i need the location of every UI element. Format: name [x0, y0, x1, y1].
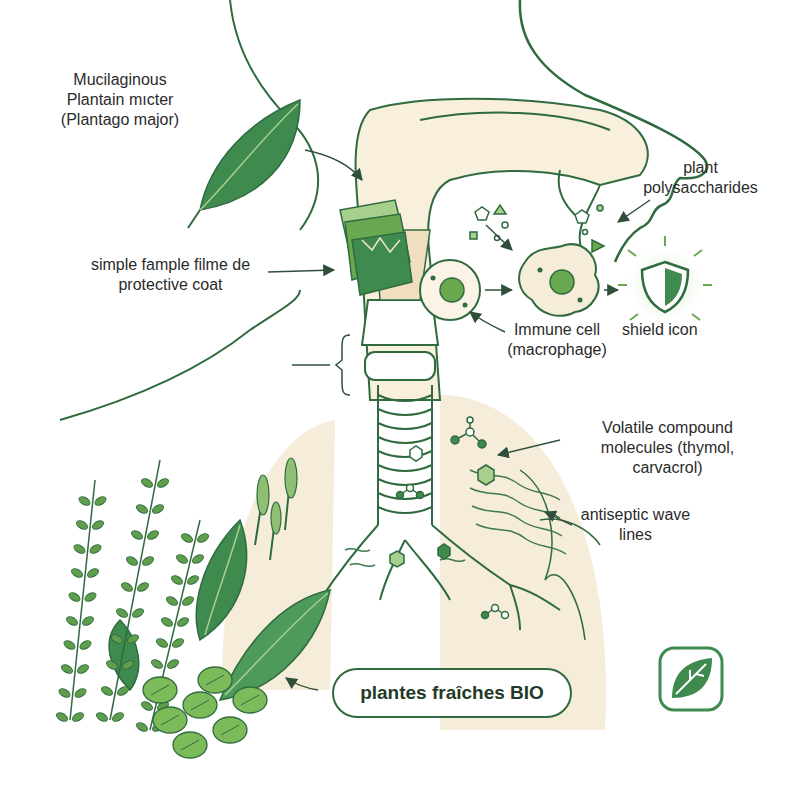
trachea [378, 385, 432, 525]
label-text: antiseptic wave lines [581, 506, 690, 543]
label-text: plant polysaccharides [643, 159, 758, 196]
label-text: simple fample filme de protective coat [91, 256, 250, 293]
callout-label: shield icon [622, 320, 732, 340]
protective-film [340, 200, 412, 295]
polysaccharides [470, 205, 604, 252]
organic-badge [660, 648, 722, 710]
callout-label: plant polysaccharides [628, 158, 773, 198]
macrophage [420, 244, 598, 320]
cricoid-cartilage [365, 352, 435, 380]
plantain-leaf [188, 100, 300, 228]
leader-line [292, 364, 330, 366]
trachea-rings [378, 395, 432, 513]
callout-label: Volatile compound molecules (thymol, car… [565, 418, 770, 478]
label-text: Volatile compound molecules (thymol, car… [601, 419, 734, 476]
badge-text: plantes fraîches BIO [360, 682, 544, 704]
callout-label: simple fample filme de protective coat [88, 255, 253, 295]
bronchi [285, 525, 560, 640]
volatile-molecules [390, 417, 509, 619]
bracket [336, 335, 350, 395]
callout-label: antiseptic wave lines [578, 505, 693, 545]
palate [420, 113, 610, 130]
label-text: Immune cell (macrophage) [507, 321, 607, 358]
herb-bundle [55, 458, 330, 758]
label-text: shield icon [622, 321, 698, 338]
callout-label: Mucilaginous Plantain mıcter (Plantago m… [45, 70, 195, 130]
label-text: Mucilaginous Plantain mıcter (Plantago m… [61, 71, 179, 128]
neck-outline [60, 290, 300, 420]
badge-box: plantes fraîches BIO [332, 668, 572, 718]
bronchioles [520, 470, 600, 640]
antiseptic-waves [345, 470, 566, 566]
callout-label: Immune cell (macrophage) [498, 320, 616, 360]
shield-icon [618, 236, 712, 327]
